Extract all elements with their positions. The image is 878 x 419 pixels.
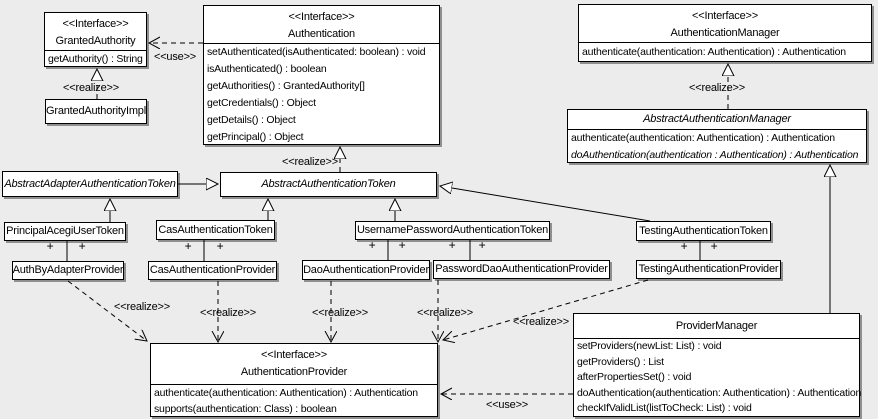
edge-label-realize: <<realize>> bbox=[513, 316, 569, 328]
class-name: Authentication bbox=[288, 28, 355, 40]
edge-label-use: <<use>> bbox=[153, 51, 197, 63]
class-box-principal-acegi-user-token[interactable]: PrincipalAcegiUserToken bbox=[4, 222, 126, 241]
edge-label-realize: <<realize>> bbox=[689, 82, 745, 94]
class-name: PasswordDaoAuthenticationProvider bbox=[435, 263, 608, 275]
operations-compartment: authenticate(authentication: Authenticat… bbox=[579, 42, 871, 62]
edge-label-realize: <<realize>> bbox=[417, 307, 473, 319]
class-name: AbstractAuthenticationManager bbox=[643, 113, 791, 125]
operation: afterPropertiesSet() : void bbox=[577, 371, 692, 383]
operations-compartment: getAuthority() : String bbox=[45, 50, 146, 67]
operation: getCredentials() : Object bbox=[207, 97, 316, 109]
operation: getAuthority() : String bbox=[48, 53, 143, 65]
class-box-cas-authentication-token[interactable]: CasAuthenticationToken bbox=[156, 220, 275, 240]
class-box-dao-authentication-provider[interactable]: DaoAuthenticationProvider bbox=[302, 260, 430, 280]
assoc-end-label: + bbox=[46, 239, 54, 253]
edge-label-use: <<use>> bbox=[485, 399, 529, 411]
edge-generalization-testing-token[interactable] bbox=[440, 186, 651, 222]
class-name: UsernamePasswordAuthenticationToken bbox=[356, 224, 549, 236]
assoc-end-label: + bbox=[78, 239, 86, 253]
stereotype-label: <<Interface>> bbox=[692, 10, 758, 22]
class-name: TestingAuthenticationToken bbox=[639, 224, 768, 237]
edge-label-realize: <<realize>> bbox=[282, 156, 338, 168]
class-name: ProviderManager bbox=[675, 320, 758, 332]
assoc-end-label: + bbox=[478, 238, 486, 252]
assoc-end-label: + bbox=[680, 239, 688, 253]
edge-label-realize: <<realize>> bbox=[200, 307, 256, 319]
operations-compartment: setAuthenticated(isAuthenticated: boolea… bbox=[204, 43, 439, 146]
edge-label-realize: <<realize>> bbox=[63, 82, 119, 94]
operation: getAuthorities() : GrantedAuthority[] bbox=[207, 80, 365, 92]
stereotype-label: <<Interface>> bbox=[261, 349, 327, 361]
class-box-abstract-adapter-authentication-token[interactable]: AbstractAdapterAuthenticationToken bbox=[2, 171, 178, 197]
operations-compartment: authenticate(authentication: Authenticat… bbox=[151, 384, 437, 417]
edge-label-realize: <<realize>> bbox=[114, 301, 170, 313]
class-header: <<Interface>> AuthenticationProvider bbox=[151, 344, 437, 384]
stereotype-label: <<Interface>> bbox=[288, 11, 355, 23]
class-name: AbstractAuthenticationToken bbox=[261, 178, 396, 190]
assoc-end-label: + bbox=[184, 239, 192, 253]
operation: getProviders() : List bbox=[577, 355, 664, 368]
class-name: AuthByAdapterProvider bbox=[12, 264, 124, 276]
operation: checkIfValidList(listToCheck: List) : vo… bbox=[577, 402, 752, 414]
class-box-authentication-provider[interactable]: <<Interface>> AuthenticationProvider aut… bbox=[150, 343, 438, 417]
class-name: GrantedAuthority bbox=[55, 35, 136, 47]
class-name: AbstractAdapterAuthenticationToken bbox=[4, 177, 176, 190]
class-box-testing-authentication-token[interactable]: TestingAuthenticationToken bbox=[636, 221, 771, 241]
class-box-username-password-authentication-token[interactable]: UsernamePasswordAuthenticationToken bbox=[355, 221, 550, 240]
class-header: <<Interface>> Authentication bbox=[204, 6, 439, 43]
edge-label-realize: <<realize>> bbox=[312, 307, 368, 319]
class-box-abstract-authentication-manager[interactable]: AbstractAuthenticationManager authentica… bbox=[567, 109, 867, 163]
class-name: CasAuthenticationProvider bbox=[149, 264, 276, 276]
stereotype-label: <<Interface>> bbox=[62, 18, 129, 30]
class-name: AuthenticationManager bbox=[670, 27, 780, 39]
class-box-granted-authority-impl[interactable]: GrantedAuthorityImpl bbox=[45, 99, 147, 124]
operation: doAuthentication(authentication: Authent… bbox=[577, 386, 862, 399]
class-box-authentication[interactable]: <<Interface>> Authentication setAuthenti… bbox=[203, 5, 440, 145]
class-header: <<Interface>> AuthenticationManager bbox=[579, 5, 871, 42]
assoc-end-label: + bbox=[368, 238, 376, 252]
operation: isAuthenticated() : boolean bbox=[207, 63, 327, 75]
class-name: PrincipalAcegiUserToken bbox=[6, 225, 124, 237]
class-box-auth-by-adapter-provider[interactable]: AuthByAdapterProvider bbox=[12, 261, 124, 280]
operation: authenticate(authentication: Authenticat… bbox=[571, 132, 835, 144]
class-name: AuthenticationProvider bbox=[240, 366, 348, 378]
operation: authenticate(authentication: Authenticat… bbox=[154, 387, 418, 399]
class-box-authentication-manager[interactable]: <<Interface>> AuthenticationManager auth… bbox=[578, 4, 872, 62]
operation-abstract: doAuthentication(authentication : Authen… bbox=[571, 149, 859, 161]
operation: setProviders(newList: List) : void bbox=[577, 340, 722, 352]
assoc-end-label: + bbox=[448, 238, 456, 252]
class-box-testing-authentication-provider[interactable]: TestingAuthenticationProvider bbox=[636, 260, 781, 279]
class-box-abstract-authentication-token[interactable]: AbstractAuthenticationToken bbox=[220, 172, 437, 197]
class-box-granted-authority[interactable]: <<Interface>> GrantedAuthority getAuthor… bbox=[44, 12, 147, 67]
class-box-cas-authentication-provider[interactable]: CasAuthenticationProvider bbox=[148, 261, 277, 280]
operation: supports(authentication: Class) : boolea… bbox=[154, 403, 337, 415]
class-box-provider-manager[interactable]: ProviderManager setProviders(newList: Li… bbox=[573, 313, 862, 417]
class-name: CasAuthenticationToken bbox=[158, 223, 273, 236]
class-name: TestingAuthenticationProvider bbox=[638, 263, 779, 275]
assoc-end-label: + bbox=[710, 239, 718, 253]
class-box-password-dao-authentication-provider[interactable]: PasswordDaoAuthenticationProvider bbox=[433, 260, 610, 279]
assoc-end-label: + bbox=[216, 239, 224, 253]
operations-compartment: setProviders(newList: List) : void getPr… bbox=[574, 338, 862, 417]
class-header: <<Interface>> GrantedAuthority bbox=[45, 13, 146, 50]
operation: getDetails() : Object bbox=[207, 114, 296, 126]
operation: authenticate(authentication: Authenticat… bbox=[582, 46, 846, 58]
assoc-end-label: + bbox=[398, 238, 406, 252]
class-name: DaoAuthenticationProvider bbox=[303, 263, 429, 276]
class-name: GrantedAuthorityImpl bbox=[46, 105, 146, 117]
operation: getPrincipal() : Object bbox=[207, 131, 304, 143]
operations-compartment: authenticate(authentication: Authenticat… bbox=[568, 129, 866, 164]
operation: setAuthenticated(isAuthenticated: boolea… bbox=[207, 46, 426, 58]
